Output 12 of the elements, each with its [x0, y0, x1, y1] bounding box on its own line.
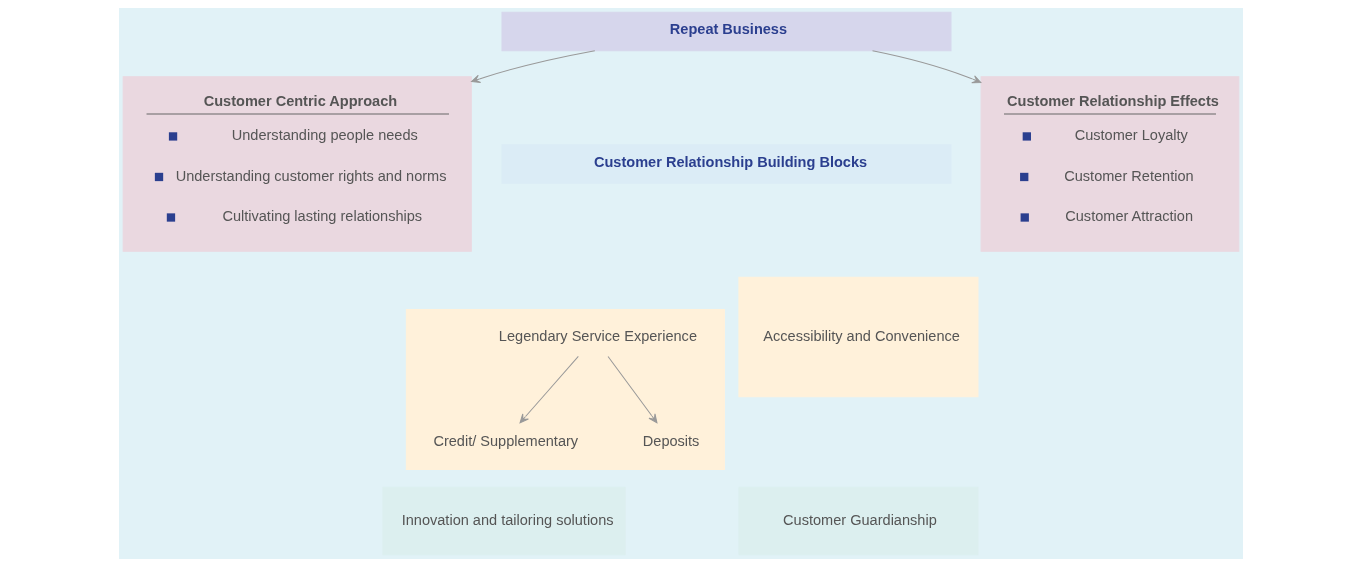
node-text: Credit/ Supplementary	[433, 432, 579, 449]
arrow	[519, 355, 579, 424]
node-box: Accessibility and Convenience	[738, 276, 979, 398]
arrow	[471, 50, 596, 83]
node-text: Legendary Service Experience	[498, 327, 697, 344]
node-box: Repeat Business	[501, 11, 952, 52]
arrow	[872, 50, 982, 84]
node-box: Customer Centric Approach Understanding people needs Understanding customer rights and norms Cultivating lasting relationships	[122, 76, 472, 252]
arrow	[607, 355, 658, 424]
node-text: Deposits	[642, 432, 700, 449]
node-box: Customer Relationship Effects Customer Loyalty Customer Retention Customer Attraction	[980, 76, 1240, 252]
cluster	[405, 308, 725, 471]
